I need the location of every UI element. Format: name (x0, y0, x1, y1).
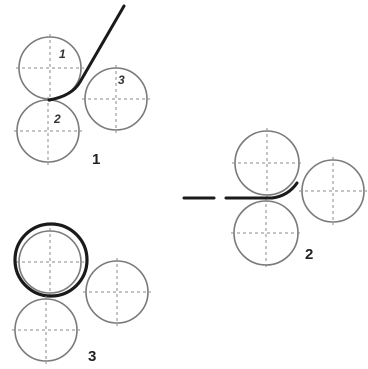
stage-3: 3 (12, 222, 151, 365)
stage-1-roller-3-label: 3 (118, 73, 125, 87)
stage-2-label: 2 (305, 246, 313, 263)
stage-2-roller-top (232, 128, 302, 198)
stage-3-roller-bottom (12, 296, 80, 364)
stage-3-label: 3 (88, 348, 96, 365)
stage-1: 1 2 3 1 (14, 4, 150, 168)
stage-1-roller-1 (16, 34, 84, 102)
stage-3-roller-right (83, 258, 151, 326)
stage-2: 2 (182, 128, 367, 268)
stage-3-formed-ring (13, 222, 89, 298)
stage-1-label: 1 (92, 151, 100, 168)
stage-3-roller-top (16, 228, 84, 296)
stage-2-roller-right (299, 157, 367, 225)
stage-1-roller-2-label: 2 (53, 112, 61, 126)
stage-1-sheet (47, 4, 126, 102)
stage-1-roller-1-label: 1 (59, 47, 66, 61)
stage-1-roller-3 (82, 65, 150, 133)
stage-2-sheet (224, 181, 299, 200)
stage-2-roller-bottom (231, 198, 301, 268)
stage-1-roller-2 (14, 97, 82, 165)
